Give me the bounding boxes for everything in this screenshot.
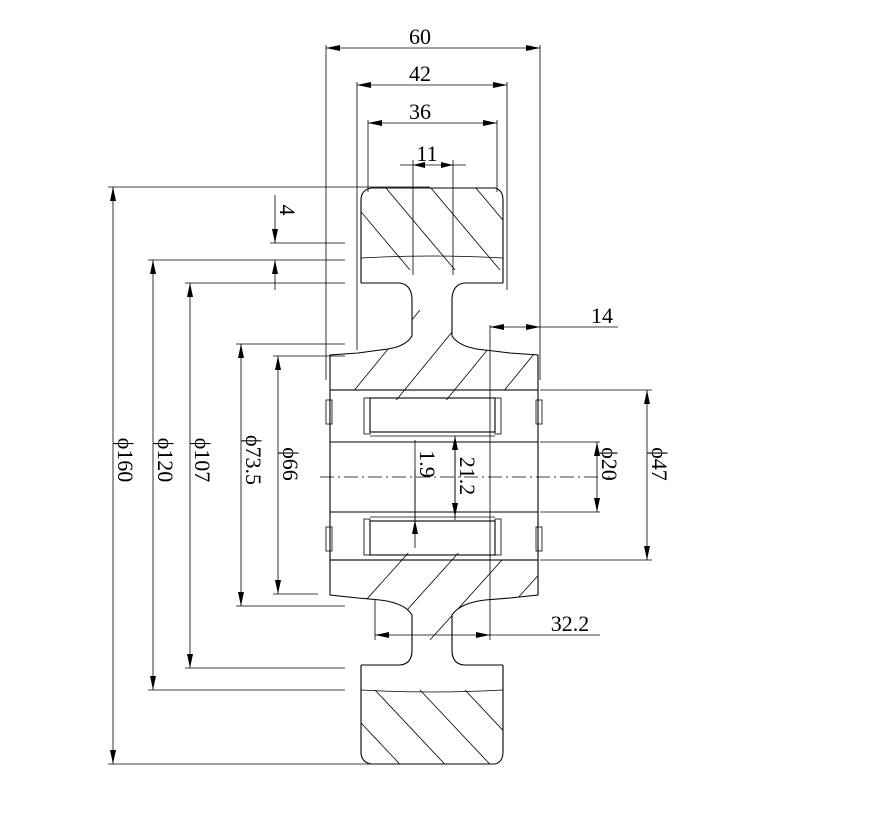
dim-dia-160: ϕ160 <box>110 187 138 764</box>
dim-label-dia-120: ϕ120 <box>153 438 178 483</box>
dim-1-9: 1.9 <box>412 450 440 548</box>
dim-label-dia-107: ϕ107 <box>190 438 215 483</box>
dim-dia-66: ϕ66 <box>275 356 303 594</box>
dim-label-dia-160: ϕ160 <box>113 438 138 483</box>
dim-width-14: 14 <box>490 303 618 330</box>
dim-label-1-9: 1.9 <box>415 450 440 478</box>
dim-label-14: 14 <box>591 303 613 328</box>
dim-label-11: 11 <box>416 141 437 166</box>
dim-dia-73-5: ϕ73.5 <box>238 344 266 606</box>
dim-label-dia-73-5: ϕ73.5 <box>241 435 266 485</box>
dim-dia-20: ϕ20 <box>594 442 622 512</box>
dim-dia-47: ϕ47 <box>644 390 672 560</box>
dim-label-21-2: 21.2 <box>455 457 480 496</box>
hub-top-section <box>329 282 539 400</box>
dim-dia-120: ϕ120 <box>150 260 178 690</box>
dim-label-dia-66: ϕ66 <box>278 447 303 481</box>
hub-bottom-section <box>329 553 539 666</box>
dim-label-4: 4 <box>275 205 300 216</box>
dim-21-2: 21.2 <box>452 436 480 517</box>
dim-width-32-2: 32.2 <box>375 611 600 638</box>
dim-label-dia-47: ϕ47 <box>647 447 672 481</box>
extension-lines <box>108 45 652 765</box>
bearing-assembly <box>320 389 610 561</box>
dim-label-42: 42 <box>409 61 431 86</box>
dim-width-36: 36 <box>368 99 497 126</box>
dim-label-dia-20: ϕ20 <box>597 447 622 481</box>
dim-width-11: 11 <box>400 141 466 168</box>
dim-width-42: 42 <box>357 61 507 88</box>
dim-thickness-4: 4 <box>272 195 300 290</box>
dim-label-60: 60 <box>409 24 431 49</box>
dim-label-32-2: 32.2 <box>551 611 590 636</box>
dim-dia-107: ϕ107 <box>187 283 215 668</box>
tire-bottom-section <box>360 665 504 765</box>
dim-label-36: 36 <box>409 99 431 124</box>
tire-top-section <box>360 187 504 283</box>
dim-width-60: 60 <box>326 24 540 51</box>
